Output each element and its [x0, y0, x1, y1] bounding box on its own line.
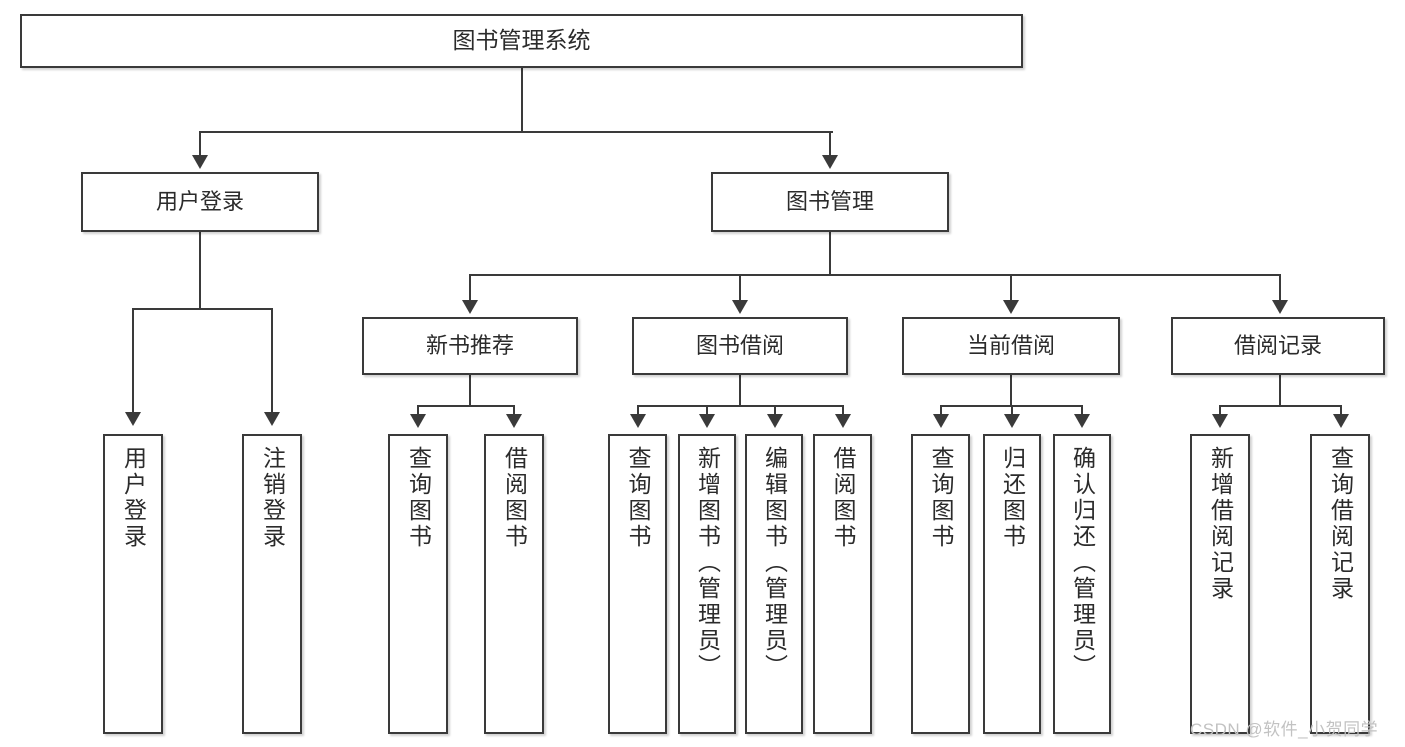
connector-book-manage-drop-3	[1010, 274, 1012, 302]
arrowhead-user-login	[192, 155, 208, 169]
connector-user-login-stem	[199, 232, 201, 310]
node-root[interactable]: 图书管理系统	[20, 14, 1023, 68]
connector-borrow-record-drop-2	[1340, 405, 1342, 416]
arrowhead-leaf-query-book-3	[933, 414, 949, 428]
node-leaf-add-book-label: 新增图书（管理员）	[694, 446, 721, 680]
node-leaf-user-logout-label: 注销登录	[259, 446, 286, 550]
connector-root-stem	[521, 68, 523, 132]
arrowhead-leaf-query-record	[1333, 414, 1349, 428]
arrowhead-leaf-borrow-book-2	[835, 414, 851, 428]
node-book-manage-label: 图书管理	[785, 188, 874, 214]
arrowhead-leaf-add-record	[1212, 414, 1228, 428]
node-leaf-confirm-return-label: 确认归还（管理员）	[1069, 446, 1096, 680]
connector-book-borrow-stem	[739, 375, 741, 407]
connector-book-manage-drop-1	[469, 274, 471, 302]
node-borrow-record-label: 借阅记录	[1233, 332, 1322, 358]
connector-borrow-record-drop-1	[1219, 405, 1221, 416]
node-leaf-return-book[interactable]: 归还图书	[983, 434, 1041, 734]
node-leaf-query-book-1-label: 查询图书	[405, 446, 432, 550]
node-leaf-borrow-book-1[interactable]: 借阅图书	[484, 434, 544, 734]
node-leaf-query-book-1[interactable]: 查询图书	[388, 434, 448, 734]
node-leaf-borrow-book-1-label: 借阅图书	[501, 446, 528, 550]
connector-book-borrow-drop-3	[774, 405, 776, 416]
node-leaf-borrow-book-2[interactable]: 借阅图书	[813, 434, 872, 734]
node-leaf-user-logout[interactable]: 注销登录	[242, 434, 302, 734]
node-leaf-add-book[interactable]: 新增图书（管理员）	[678, 434, 736, 734]
node-leaf-user-login[interactable]: 用户登录	[103, 434, 163, 734]
node-user-login-label: 用户登录	[155, 188, 244, 214]
node-new-book-rec-label: 新书推荐	[425, 332, 514, 358]
arrowhead-current-borrow	[1003, 300, 1019, 314]
connector-user-login-drop-1	[132, 308, 134, 414]
arrowhead-leaf-query-book-1	[410, 414, 426, 428]
node-leaf-confirm-return[interactable]: 确认归还（管理员）	[1053, 434, 1111, 734]
node-current-borrow[interactable]: 当前借阅	[902, 317, 1120, 375]
connector-book-borrow-drop-1	[637, 405, 639, 416]
connector-current-borrow-drop-3	[1081, 405, 1083, 416]
arrowhead-leaf-return-book	[1004, 414, 1020, 428]
node-root-label: 图书管理系统	[452, 27, 591, 54]
arrowhead-new-book-rec	[462, 300, 478, 314]
connector-root-to-book-manage	[829, 131, 831, 157]
connector-current-borrow-drop-1	[940, 405, 942, 416]
arrowhead-book-borrow	[732, 300, 748, 314]
connector-new-book-rec-bus	[417, 405, 514, 407]
node-leaf-borrow-book-2-label: 借阅图书	[830, 446, 856, 550]
node-leaf-query-book-2-label: 查询图书	[625, 446, 651, 550]
connector-borrow-record-stem	[1279, 375, 1281, 407]
connector-book-borrow-drop-2	[706, 405, 708, 416]
connector-new-book-rec-drop-1	[417, 405, 419, 416]
arrowhead-leaf-user-login	[125, 412, 141, 426]
connector-user-login-drop-2	[271, 308, 273, 414]
arrowhead-book-manage	[822, 155, 838, 169]
node-leaf-add-record-label: 新增借阅记录	[1207, 446, 1234, 602]
arrowhead-leaf-edit-book	[767, 414, 783, 428]
node-leaf-query-record[interactable]: 查询借阅记录	[1310, 434, 1370, 734]
node-leaf-add-record[interactable]: 新增借阅记录	[1190, 434, 1250, 734]
connector-book-borrow-bus	[637, 405, 843, 407]
connector-book-manage-bus	[469, 274, 1280, 276]
node-leaf-query-book-3[interactable]: 查询图书	[911, 434, 970, 734]
arrowhead-leaf-confirm-return	[1074, 414, 1090, 428]
connector-root-bus	[199, 131, 833, 133]
connector-book-manage-drop-4	[1279, 274, 1281, 302]
connector-current-borrow-drop-2	[1011, 405, 1013, 416]
arrowhead-leaf-add-book	[699, 414, 715, 428]
node-leaf-query-book-2[interactable]: 查询图书	[608, 434, 667, 734]
node-book-borrow[interactable]: 图书借阅	[632, 317, 848, 375]
arrowhead-leaf-query-book-2	[630, 414, 646, 428]
node-leaf-query-record-label: 查询借阅记录	[1327, 446, 1354, 602]
connector-borrow-record-bus	[1219, 405, 1341, 407]
node-new-book-rec[interactable]: 新书推荐	[362, 317, 578, 375]
node-leaf-return-book-label: 归还图书	[999, 446, 1026, 550]
node-leaf-edit-book[interactable]: 编辑图书（管理员）	[745, 434, 803, 734]
connector-new-book-rec-stem	[469, 375, 471, 407]
connector-book-borrow-drop-4	[842, 405, 844, 416]
connector-user-login-bus	[132, 308, 271, 310]
node-leaf-user-login-label: 用户登录	[120, 446, 147, 550]
arrowhead-borrow-record	[1272, 300, 1288, 314]
node-user-login[interactable]: 用户登录	[81, 172, 319, 232]
node-leaf-query-book-3-label: 查询图书	[928, 446, 954, 550]
connector-book-manage-stem	[829, 232, 831, 276]
node-leaf-edit-book-label: 编辑图书（管理员）	[761, 446, 788, 680]
connector-book-manage-drop-2	[739, 274, 741, 302]
connector-new-book-rec-drop-2	[513, 405, 515, 416]
node-borrow-record[interactable]: 借阅记录	[1171, 317, 1385, 375]
node-book-manage[interactable]: 图书管理	[711, 172, 949, 232]
connector-current-borrow-stem	[1010, 375, 1012, 407]
arrowhead-leaf-borrow-book-1	[506, 414, 522, 428]
node-book-borrow-label: 图书借阅	[695, 332, 784, 358]
arrowhead-leaf-user-logout	[264, 412, 280, 426]
node-current-borrow-label: 当前借阅	[966, 332, 1055, 358]
connector-root-to-user-login	[199, 131, 201, 157]
csdn-watermark: CSDN @软件_小贺同学	[1190, 720, 1379, 739]
